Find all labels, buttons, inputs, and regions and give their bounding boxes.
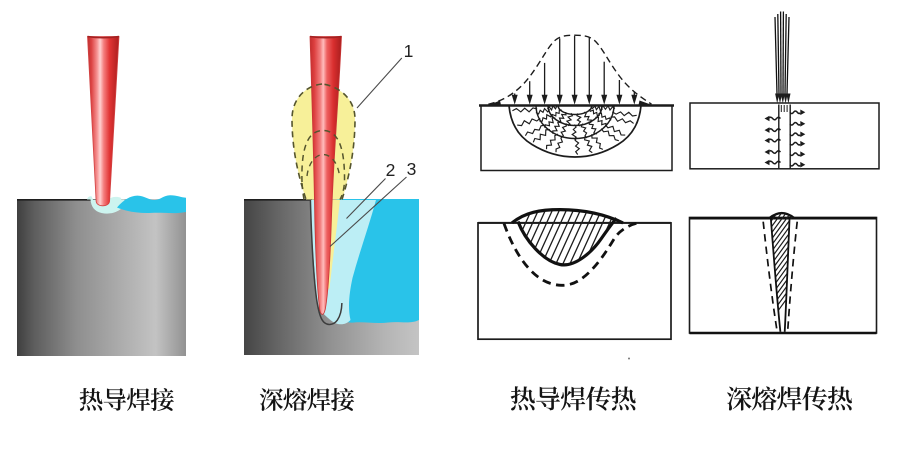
svg-text:3: 3 bbox=[407, 159, 417, 179]
svg-text:1: 1 bbox=[404, 41, 414, 61]
svg-text:2: 2 bbox=[386, 160, 396, 180]
